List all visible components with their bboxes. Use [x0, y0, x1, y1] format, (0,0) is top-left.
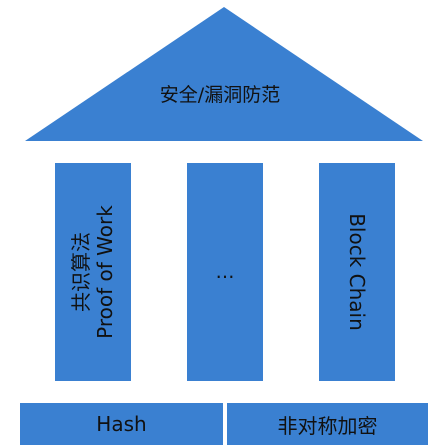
base-hash: Hash — [20, 403, 223, 445]
pillar-consensus-label-en: Proof of Work — [93, 205, 117, 339]
pillar-consensus-label-cn: 共识算法 — [69, 232, 93, 312]
base-hash-label: Hash — [96, 412, 147, 436]
pillar-blockchain-label: Block Chain — [345, 213, 369, 331]
pillar-consensus-text: 共识算法 Proof of Work — [55, 163, 131, 381]
pillar-ellipsis: … — [187, 163, 263, 381]
pillar-blockchain: Block Chain — [319, 163, 395, 381]
pillar-consensus: 共识算法 Proof of Work — [55, 163, 131, 381]
roof-triangle — [25, 7, 423, 141]
roof-label: 安全/漏洞防范 — [159, 84, 281, 106]
pillar-ellipsis-label: … — [215, 261, 235, 283]
base-asymmetric-encryption-label: 非对称加密 — [277, 413, 378, 438]
base-asymmetric-encryption: 非对称加密 — [227, 403, 428, 445]
pillar-blockchain-text: Block Chain — [319, 163, 395, 381]
